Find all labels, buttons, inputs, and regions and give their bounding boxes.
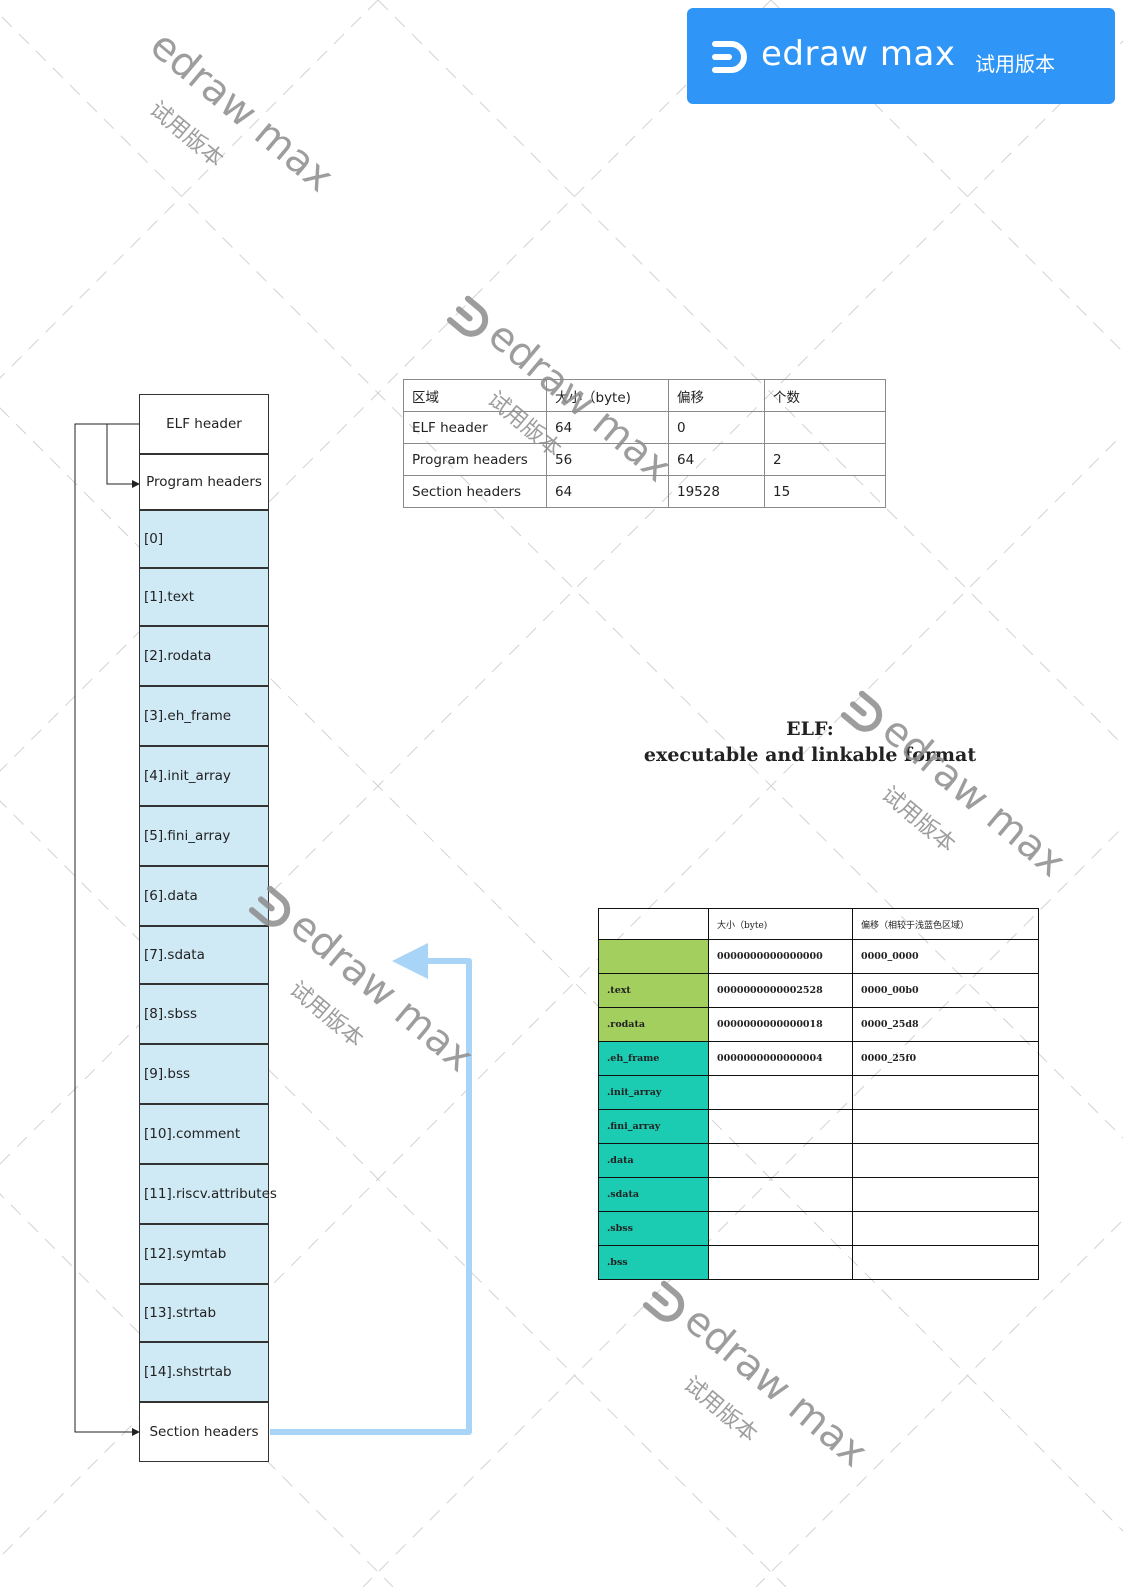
section-cell-8[interactable]: [8].sbss: [139, 984, 269, 1044]
section-cell-14[interactable]: [14].shstrtab: [139, 1342, 269, 1402]
section-name-cell: .data: [598, 1143, 709, 1178]
table-row: ELF header 64 0: [403, 411, 886, 444]
size-cell: 0000000000000018: [708, 1007, 853, 1042]
summary-header-cell: 区域: [403, 379, 547, 412]
table-row: .bss: [598, 1245, 1039, 1280]
offset-cell: 0000_00b0: [852, 973, 1039, 1008]
section-cell-13[interactable]: [13].strtab: [139, 1284, 269, 1342]
table-cell: Section headers: [403, 475, 547, 508]
section-cell-7[interactable]: [7].sdata: [139, 926, 269, 984]
offset-cell: [852, 1075, 1039, 1110]
detail-header-row: 大小（byte) 偏移（相较于浅蓝色区域）: [598, 908, 1039, 940]
table-cell: 56: [546, 443, 669, 476]
offset-cell: 0000_25d8: [852, 1007, 1039, 1042]
section-name-cell: .init_array: [598, 1075, 709, 1110]
section-cell-0[interactable]: [0]: [139, 510, 269, 568]
size-cell: [708, 1177, 853, 1212]
table-cell: 64: [546, 411, 669, 444]
section-name-cell: .sdata: [598, 1177, 709, 1212]
table-row: .sbss: [598, 1211, 1039, 1246]
size-cell: 0000000000000000: [708, 939, 853, 974]
detail-header-cell: 大小（byte): [708, 908, 853, 940]
offset-cell: [852, 1245, 1039, 1280]
size-cell: 0000000000002528: [708, 973, 853, 1008]
section-cell-1[interactable]: [1].text: [139, 568, 269, 626]
table-cell: [764, 411, 886, 444]
banner-brand: edraw max: [761, 34, 956, 74]
table-row: Program headers 56 64 2: [403, 443, 886, 476]
detail-header-cell: 偏移（相较于浅蓝色区域）: [852, 908, 1039, 940]
table-cell: 19528: [668, 475, 765, 508]
table-cell: Program headers: [403, 443, 547, 476]
section-headers-cell[interactable]: Section headers: [139, 1402, 269, 1462]
summary-table: 区域 大小（byte) 偏移 个数 ELF header 64 0 Progra…: [403, 379, 886, 508]
table-cell: 2: [764, 443, 886, 476]
table-row: .init_array: [598, 1075, 1039, 1110]
table-cell: 15: [764, 475, 886, 508]
table-cell: 64: [668, 443, 765, 476]
size-cell: [708, 1143, 853, 1178]
summary-header-row: 区域 大小（byte) 偏移 个数: [403, 379, 886, 412]
edraw-logo-icon: [712, 41, 747, 73]
section-name-cell: .sbss: [598, 1211, 709, 1246]
program-headers-cell[interactable]: Program headers: [139, 454, 269, 510]
offset-cell: 0000_0000: [852, 939, 1039, 974]
section-name-cell: .text: [598, 973, 709, 1008]
section-cell-3[interactable]: [3].eh_frame: [139, 686, 269, 746]
table-cell: 0: [668, 411, 765, 444]
section-cell-11[interactable]: [11].riscv.attributes: [139, 1164, 277, 1224]
offset-cell: [852, 1143, 1039, 1178]
detail-header-cell: [598, 908, 709, 940]
section-cell-9[interactable]: [9].bss: [139, 1044, 269, 1104]
table-row: .fini_array: [598, 1109, 1039, 1144]
grid-line: [0, 0, 772, 772]
size-cell: [708, 1075, 853, 1110]
size-cell: [708, 1211, 853, 1246]
table-row: Section headers 64 19528 15: [403, 475, 886, 508]
edraw-logo-icon: [642, 1280, 685, 1322]
section-cell-4[interactable]: [4].init_array: [139, 746, 269, 806]
offset-cell: [852, 1211, 1039, 1246]
edraw-logo-icon: [840, 690, 883, 732]
section-name-cell: .bss: [598, 1245, 709, 1280]
grid-line: [0, 800, 787, 1587]
section-name-cell: [598, 939, 709, 974]
offset-cell: 0000_25f0: [852, 1041, 1039, 1076]
banner-trial-label: 试用版本: [975, 52, 1055, 76]
size-cell: [708, 1109, 853, 1144]
diagram-title: ELF: executable and linkable format: [630, 716, 990, 768]
summary-header-cell: 个数: [764, 379, 886, 412]
section-name-cell: .fini_array: [598, 1109, 709, 1144]
title-line-1: ELF:: [786, 718, 834, 740]
elf-header-cell[interactable]: ELF header: [139, 394, 269, 454]
table-row: .data: [598, 1143, 1039, 1178]
size-cell: 0000000000000004: [708, 1041, 853, 1076]
table-row: .sdata: [598, 1177, 1039, 1212]
section-cell-12[interactable]: [12].symtab: [139, 1224, 269, 1284]
section-cell-2[interactable]: [2].rodata: [139, 626, 269, 686]
edraw-logo-icon: [446, 295, 489, 337]
summary-header-cell: 偏移: [668, 379, 765, 412]
offset-cell: [852, 1177, 1039, 1212]
trial-banner[interactable]: edraw max 试用版本: [687, 8, 1115, 104]
section-cell-5[interactable]: [5].fini_array: [139, 806, 269, 866]
title-line-2: executable and linkable format: [643, 744, 977, 766]
section-name-cell: .rodata: [598, 1007, 709, 1042]
edraw-logo-icon: [248, 885, 291, 927]
section-name-cell: .eh_frame: [598, 1041, 709, 1076]
section-cell-10[interactable]: [10].comment: [139, 1104, 269, 1164]
table-cell: 64: [546, 475, 669, 508]
section-cell-6[interactable]: [6].data: [139, 866, 269, 926]
size-cell: [708, 1245, 853, 1280]
offset-cell: [852, 1109, 1039, 1144]
